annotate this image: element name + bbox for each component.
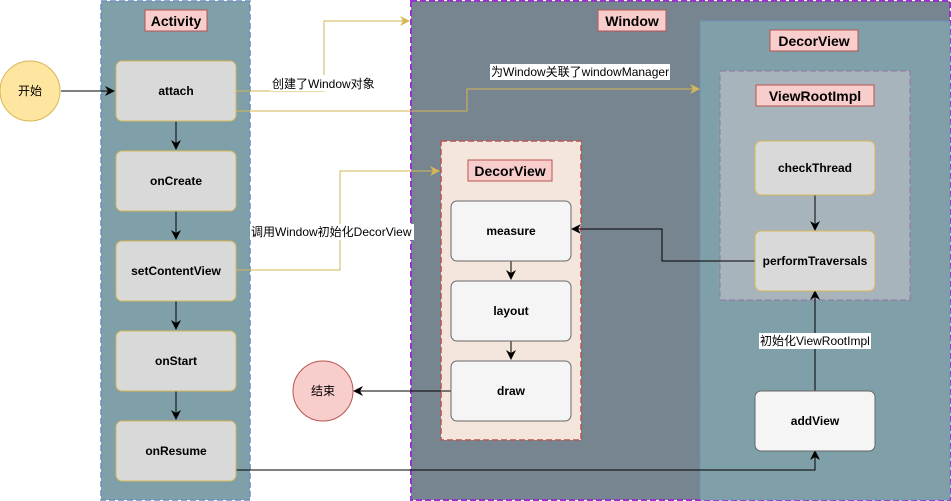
- decorview-right-title-box: [769, 29, 859, 52]
- viewrootimpl-title: ViewRootImpl: [769, 88, 861, 104]
- activity-title: Activity: [151, 13, 202, 29]
- activity-title-box: [144, 9, 208, 32]
- node-attach-label: attach: [158, 84, 193, 98]
- node-oncreate-label: onCreate: [150, 174, 202, 188]
- edge-label-init-vri: 初始化ViewRootImpl: [760, 334, 870, 348]
- edge-onresume-addview: [236, 450, 820, 471]
- edge-attach-decorview: [236, 84, 700, 112]
- node-checkthread[interactable]: [754, 140, 876, 196]
- node-onstart-label: onStart: [155, 354, 197, 368]
- node-performtraversals[interactable]: [754, 230, 876, 292]
- node-addview[interactable]: [754, 390, 876, 452]
- node-layout-label: layout: [493, 304, 528, 318]
- decorview-right-title: DecorView: [778, 33, 849, 49]
- edge-label-bind-wm: 为Window关联了windowManager: [491, 65, 669, 79]
- node-start[interactable]: [0, 60, 61, 122]
- node-draw[interactable]: [450, 360, 572, 422]
- node-onstart[interactable]: [115, 330, 237, 392]
- window-title: Window: [605, 13, 659, 29]
- node-setcontentview[interactable]: [115, 240, 237, 302]
- window-title-box: [597, 9, 667, 32]
- node-onresume-label: onResume: [145, 444, 207, 458]
- node-measure[interactable]: [450, 200, 572, 262]
- node-draw-label: draw: [497, 384, 526, 398]
- node-end[interactable]: [292, 360, 354, 422]
- node-setcontentview-label: setContentView: [131, 264, 221, 278]
- edge-label-bg-create-window: [270, 75, 376, 91]
- edge-label-bg-init-vri: [759, 333, 871, 349]
- edge-setcontentview-decorview: [236, 166, 440, 271]
- node-oncreate[interactable]: [115, 150, 237, 212]
- node-end-label: 结束: [311, 384, 335, 398]
- node-attach[interactable]: [115, 60, 237, 122]
- edge-label-init-decor: 调用Window初始化DecorView: [251, 225, 412, 239]
- decorview-left-title: DecorView: [474, 163, 545, 179]
- decorview-left-title-box: [467, 159, 553, 182]
- node-layout[interactable]: [450, 280, 572, 342]
- node-measure-label: measure: [486, 224, 536, 238]
- node-performtraversals-label: performTraversals: [763, 254, 868, 268]
- node-onresume[interactable]: [115, 420, 237, 482]
- node-addview-label: addView: [791, 414, 840, 428]
- edge-performtraversals-measure: [571, 224, 755, 262]
- node-checkthread-label: checkThread: [778, 161, 852, 175]
- edge-label-bg-bind-wm: [490, 64, 670, 80]
- node-start-label: 开始: [18, 84, 42, 98]
- edge-label-bg-init-decor: [250, 224, 414, 240]
- edge-label-create-window: 创建了Window对象: [272, 77, 375, 91]
- viewrootimpl-title-box: [755, 84, 875, 107]
